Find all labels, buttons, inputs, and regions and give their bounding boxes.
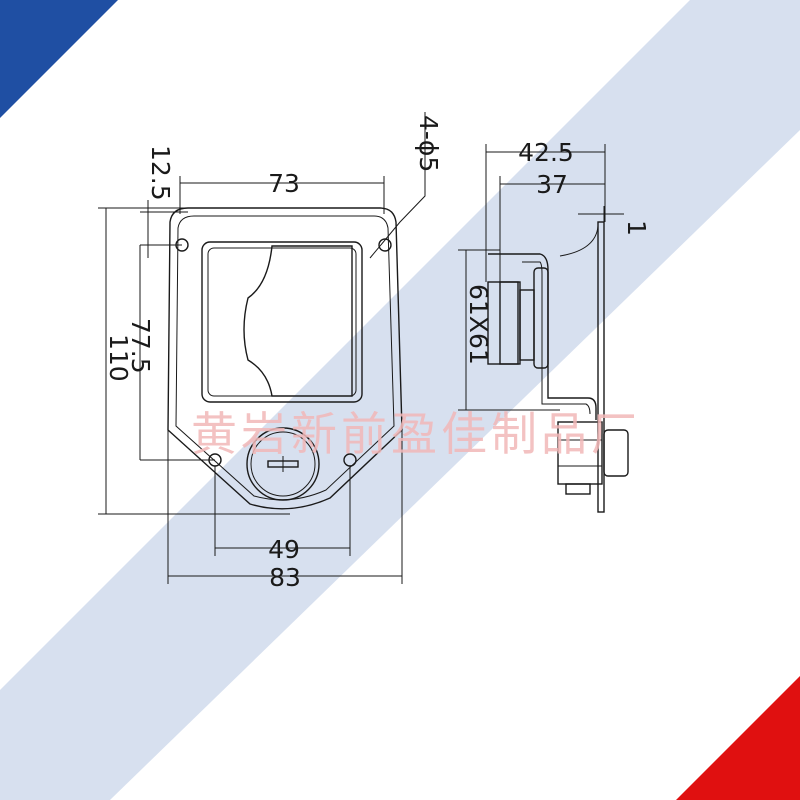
side-body-profile-inner — [522, 261, 591, 415]
side-plate-curve — [559, 225, 599, 257]
handle-recess — [201, 241, 363, 403]
dim-label-12-5: 12.5 — [146, 145, 175, 201]
side-body-profile — [488, 253, 597, 420]
dim-label-49: 49 — [268, 535, 300, 564]
dim-label-110: 110 — [104, 334, 133, 382]
front-view: 73 12.5 77.5 110 49 83 4-ϕ5 — [98, 112, 443, 592]
corner-triangle-red — [676, 676, 800, 800]
corner-triangle-blue — [0, 0, 118, 118]
dim-label-4-phi5: 4-ϕ5 — [414, 115, 443, 172]
side-pivot — [533, 267, 549, 369]
leader-4-phi5 — [369, 112, 426, 259]
side-lock-cam — [565, 483, 591, 495]
dim-label-1: 1 — [622, 220, 651, 236]
front-plate-inner-outline — [175, 215, 395, 501]
dim-label-37: 37 — [536, 170, 568, 199]
side-mount-plate — [597, 221, 605, 513]
paddle-handle — [243, 245, 353, 397]
lock-cylinder-inner — [250, 431, 316, 497]
dim-label-83: 83 — [269, 563, 301, 592]
front-plate-outline — [167, 207, 403, 510]
watermark-text: 黄岩新前盈佳制品厂 — [191, 407, 641, 461]
lock-cylinder — [246, 427, 320, 501]
dim-label-73: 73 — [268, 169, 300, 198]
dim-label-42-5: 42.5 — [518, 138, 574, 167]
side-lock-nut — [603, 429, 629, 477]
dim-label-61x61: 61X61 — [464, 284, 493, 365]
mount-hole-top-right — [378, 238, 392, 252]
dim-label-77-5: 77.5 — [126, 318, 155, 374]
side-view: 42.5 37 1 61X61 — [458, 138, 651, 513]
